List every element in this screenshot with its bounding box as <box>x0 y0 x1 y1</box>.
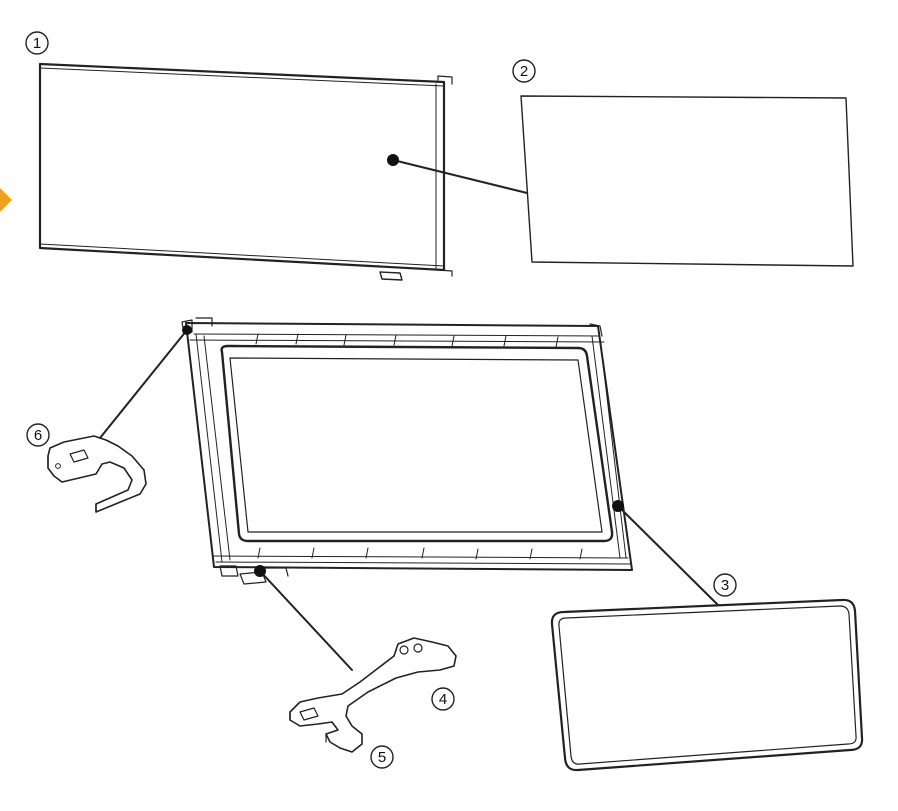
callout-4: 4 <box>431 687 455 711</box>
leader-part-2 <box>387 154 528 194</box>
callout-1: 1 <box>25 31 49 55</box>
part-1-door-panel <box>38 62 453 281</box>
callout-3: 3 <box>713 573 737 597</box>
svg-text:1: 1 <box>33 35 41 52</box>
svg-text:6: 6 <box>34 427 42 444</box>
part-3-gasket <box>550 598 864 772</box>
part-4-5-hinge-lever <box>289 637 457 753</box>
svg-text:5: 5 <box>378 749 386 766</box>
door-frame-assembly <box>181 317 633 585</box>
orange-arrow-marker <box>0 188 12 212</box>
leader-part-4-5 <box>254 565 353 671</box>
callout-5: 5 <box>370 745 394 769</box>
leader-part-6 <box>99 325 192 439</box>
part-6-hinge-clip <box>47 435 147 513</box>
svg-text:3: 3 <box>721 577 729 594</box>
callout-2: 2 <box>512 59 536 83</box>
svg-text:2: 2 <box>520 63 528 80</box>
part-2-glass-pane <box>520 95 854 267</box>
svg-text:4: 4 <box>439 691 447 708</box>
callout-6: 6 <box>26 423 50 447</box>
leader-part-3 <box>612 500 719 606</box>
